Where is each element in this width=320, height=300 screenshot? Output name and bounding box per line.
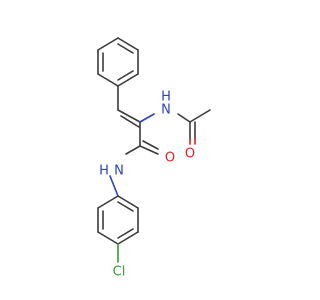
atom-n-enamide: N <box>161 103 171 118</box>
atom-o-amide: O <box>165 151 175 166</box>
atom-h-amide: H <box>99 164 109 179</box>
atom-h-enamide: H <box>161 90 171 105</box>
atom-o-acetyl: O <box>185 147 195 162</box>
backbone-bonds <box>109 85 211 197</box>
chlorophenyl-ring <box>97 195 139 263</box>
atom-cl: Cl <box>113 265 126 280</box>
atom-n-amide: N <box>114 164 124 179</box>
molecule-diagram: O O N H N H Cl <box>97 37 211 280</box>
phenyl-ring <box>97 37 139 87</box>
